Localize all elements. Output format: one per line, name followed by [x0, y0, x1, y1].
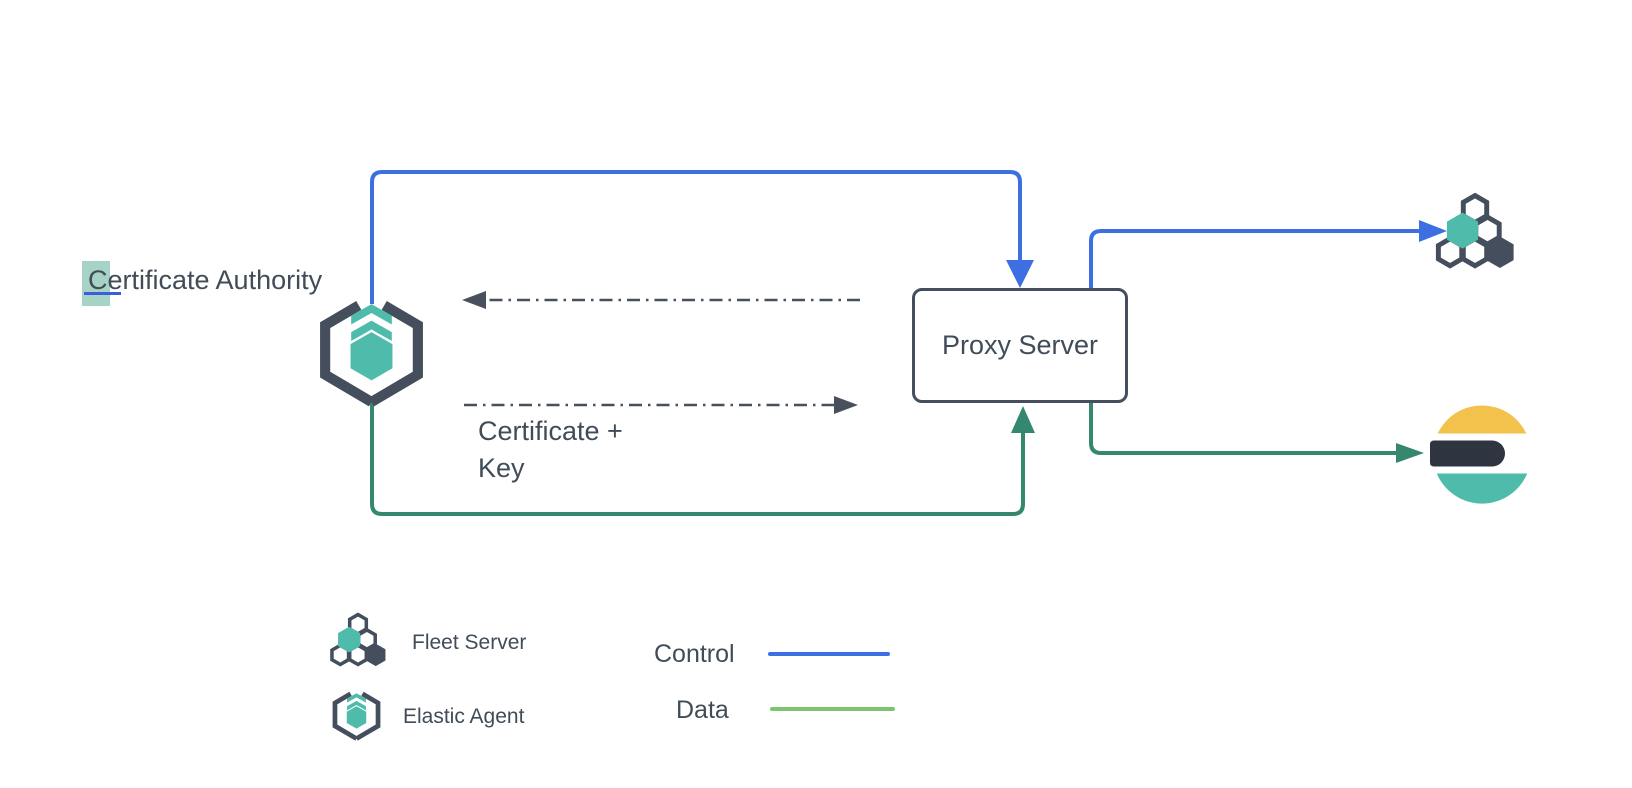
legend-control-label: Control	[654, 640, 735, 668]
dashed-arrowhead-right	[834, 396, 858, 414]
text-caret-underline	[84, 292, 121, 295]
certificate-key-line1: Certificate +	[478, 416, 623, 446]
data-arrowhead-up	[1011, 406, 1035, 433]
legend-data-label: Data	[676, 696, 729, 724]
text-selection-highlight: C	[82, 261, 110, 306]
elasticsearch-icon	[1430, 405, 1528, 504]
dashed-arrowhead-left	[462, 291, 486, 309]
proxy-server-node: Proxy Server	[912, 288, 1128, 403]
dashed-connector-ca-to-proxy	[464, 396, 858, 414]
data-arrowhead-right	[1396, 443, 1424, 463]
certificate-key-line2: Key	[478, 453, 525, 483]
legend-fleet-server-icon	[330, 612, 386, 667]
legend-elastic-agent-icon	[332, 691, 381, 741]
control-line-swatch	[768, 652, 890, 656]
fleet-server-icon	[1435, 192, 1514, 269]
data-connector-agent-to-proxy	[370, 401, 1035, 516]
legend-item-elastic-agent-label: Elastic Agent	[403, 705, 525, 728]
elastic-agent-icon	[320, 301, 423, 407]
control-arrowhead-right	[1419, 220, 1447, 242]
control-arrowhead-down	[1006, 260, 1034, 288]
certificate-authority-label: Certificate Authority	[82, 261, 323, 306]
certificate-authority-label-rest: ertificate Authority	[107, 265, 323, 295]
legend-item-fleet-server-label: Fleet Server	[412, 631, 527, 654]
certificate-key-label: Certificate + Key	[478, 413, 623, 487]
proxy-server-label: Proxy Server	[941, 330, 1099, 360]
data-line-swatch	[770, 707, 895, 711]
control-connector-proxy-to-fleet-server	[1089, 220, 1447, 289]
control-connector-agent-to-proxy	[370, 170, 1034, 304]
data-connector-proxy-to-elasticsearch	[1089, 403, 1424, 463]
dashed-connector-proxy-to-ca	[462, 291, 860, 309]
